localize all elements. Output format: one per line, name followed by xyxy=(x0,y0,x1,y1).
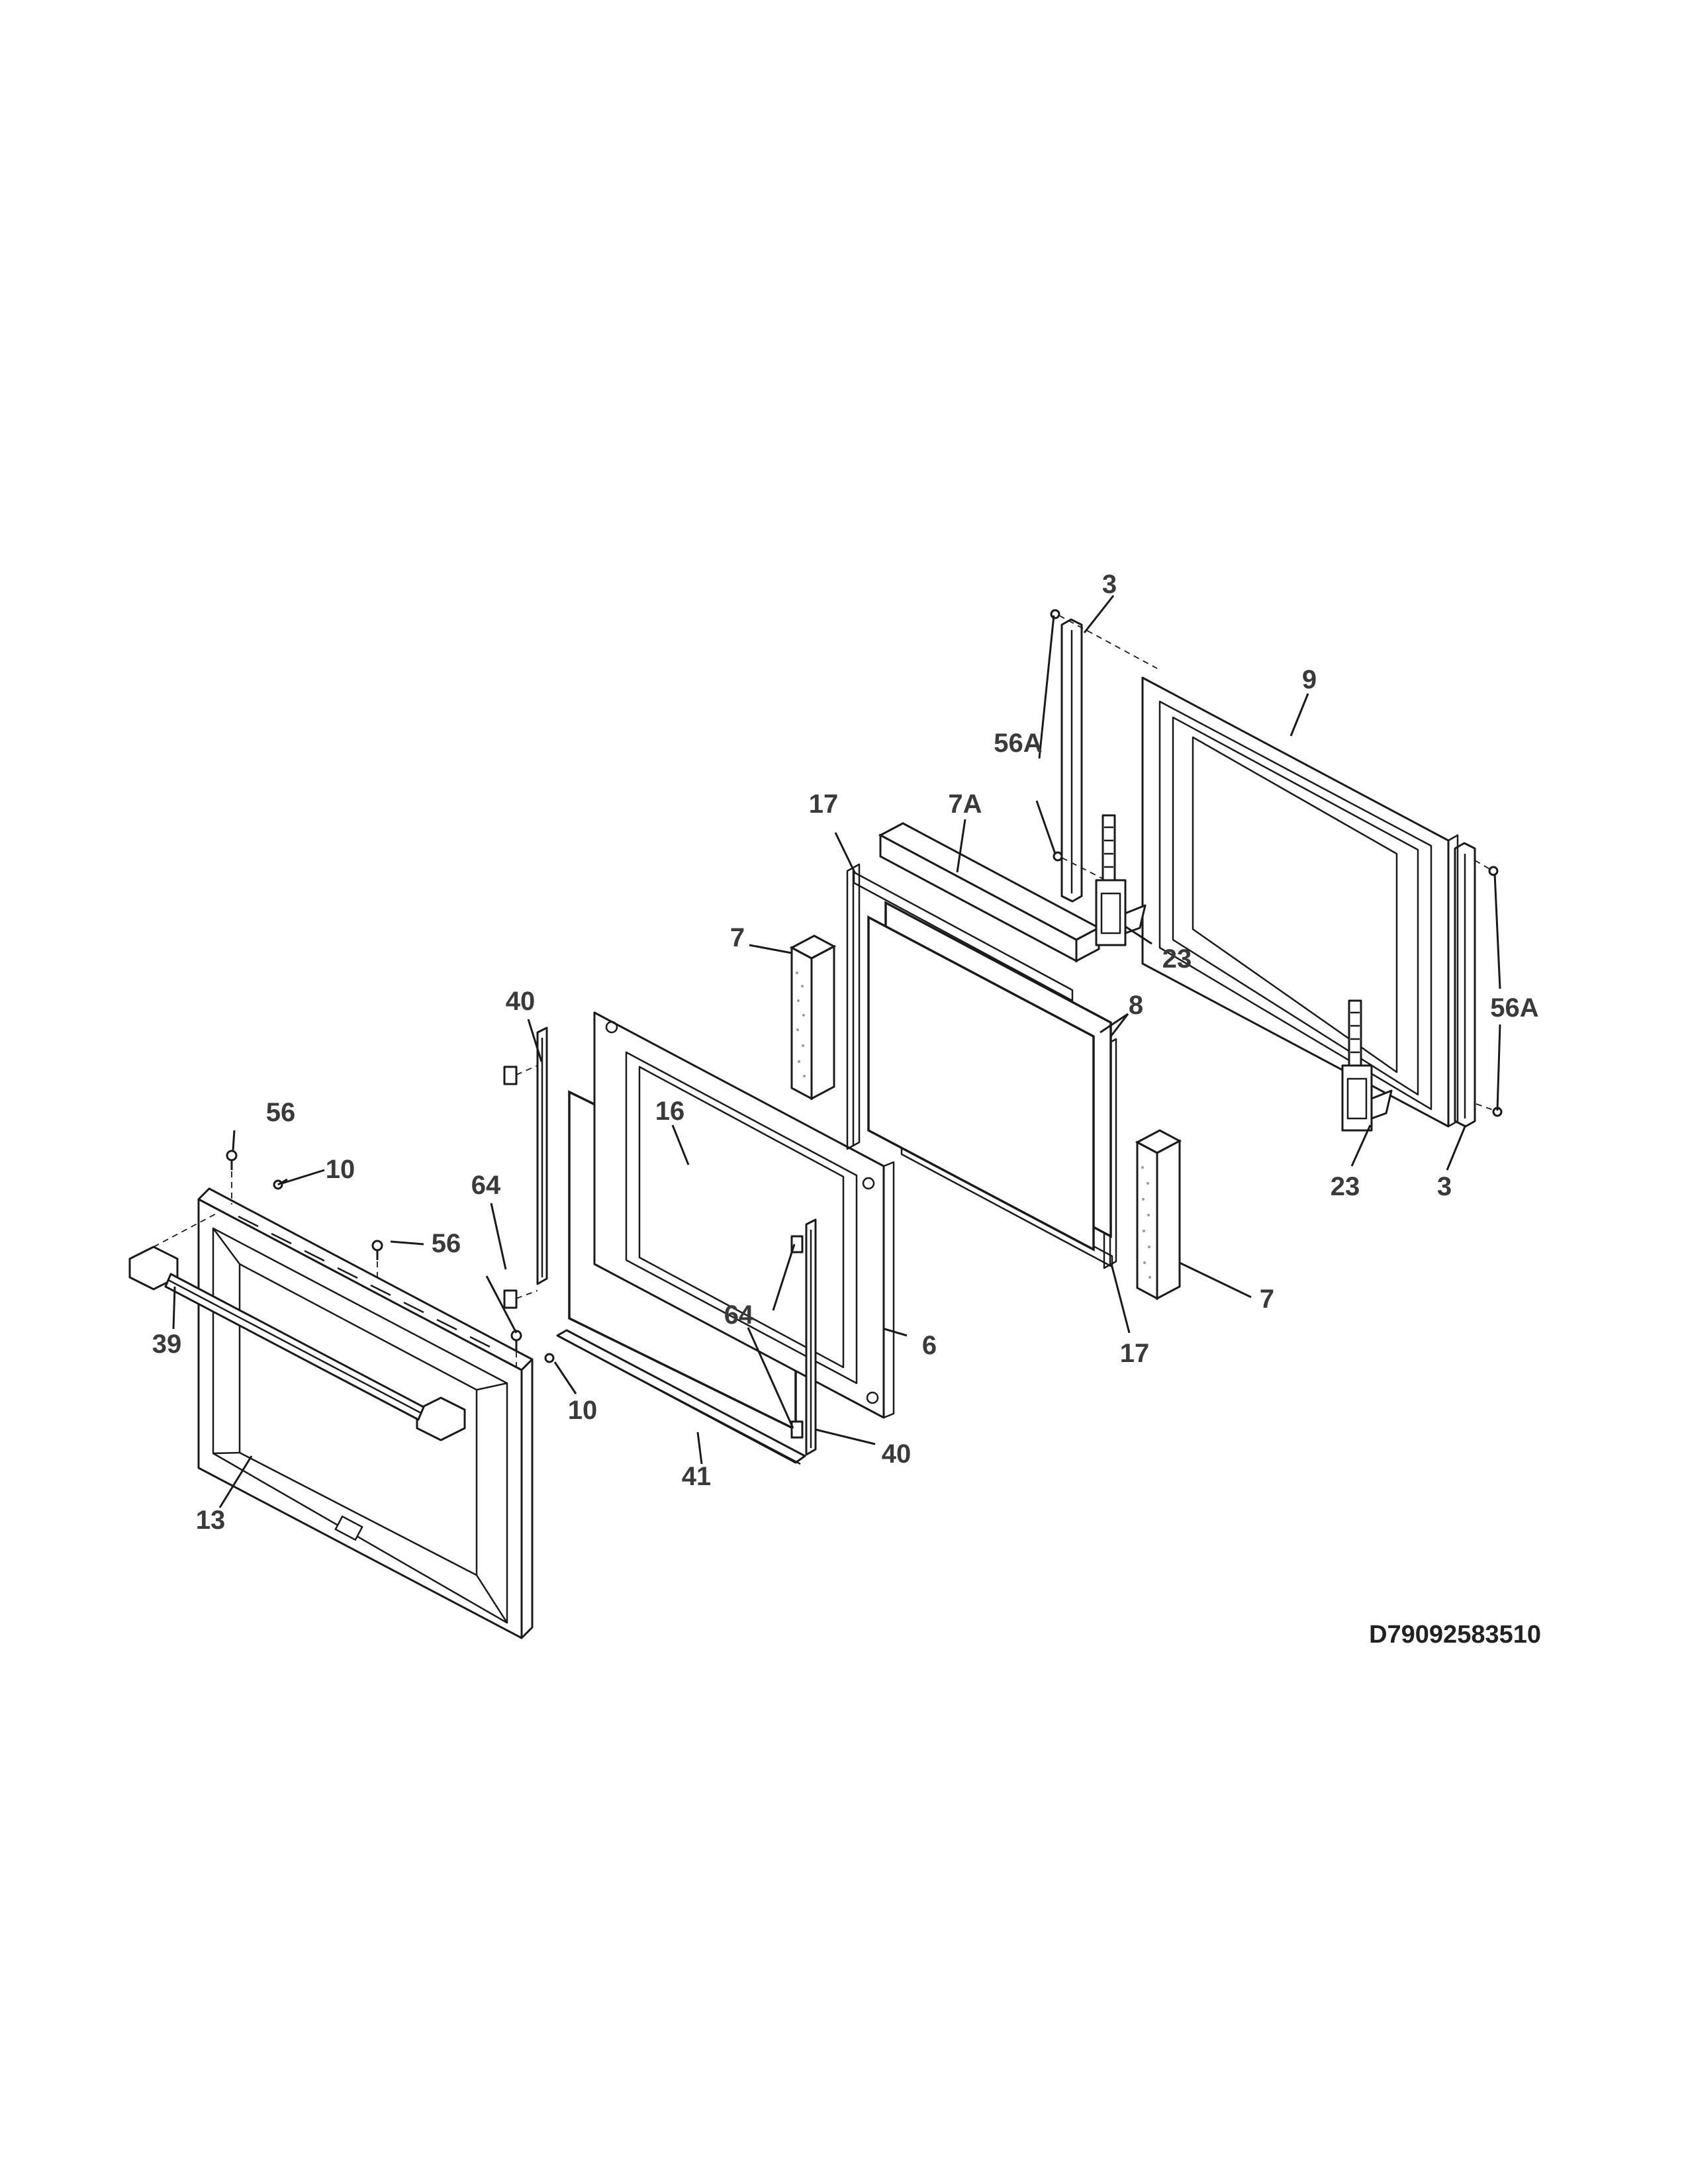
callout-3: 3 xyxy=(1102,570,1117,599)
part-41-bottom-trim xyxy=(556,1329,806,1465)
part-64-spacer-lower xyxy=(503,1289,518,1309)
callout-13: 13 xyxy=(196,1506,226,1535)
callout-7: 7 xyxy=(1260,1285,1274,1314)
callout-64: 64 xyxy=(724,1300,754,1330)
part-23-hinge-right xyxy=(1341,999,1393,1132)
part-3-bracket-left xyxy=(1060,618,1083,903)
callout-40: 40 xyxy=(506,987,536,1016)
callout-9: 9 xyxy=(1302,665,1317,694)
drawing-code: D79092583510 xyxy=(1369,1621,1541,1649)
part-23-hinge-left xyxy=(1095,814,1147,946)
insulation-texture xyxy=(796,972,806,1077)
vent-slots xyxy=(238,1215,491,1348)
callout-56: 56 xyxy=(266,1098,296,1127)
callout-56: 56 xyxy=(432,1229,461,1258)
screw-icon xyxy=(273,1178,288,1190)
leader-lines xyxy=(172,595,1501,1508)
part-17-gasket-left xyxy=(846,863,861,1150)
callout-39: 39 xyxy=(152,1330,182,1359)
part-7a-insulation-top xyxy=(878,822,1102,963)
hinge-icon xyxy=(1341,999,1393,1132)
callout-23: 23 xyxy=(1331,1172,1360,1201)
callout-40: 40 xyxy=(882,1439,912,1469)
callout-17: 17 xyxy=(1120,1339,1150,1368)
part-13-outer-door xyxy=(197,1187,534,1639)
screw-icon xyxy=(226,1150,238,1170)
callout-17: 17 xyxy=(809,790,839,819)
part-8-glass-panels xyxy=(867,901,1112,1251)
insulation-texture xyxy=(1141,1166,1151,1279)
screw-icon xyxy=(510,1330,522,1350)
callout-10: 10 xyxy=(326,1155,355,1184)
callout-16: 16 xyxy=(655,1097,685,1126)
part-7-insulation-left xyxy=(789,934,837,1101)
part-64-spacer-right-lower xyxy=(790,1420,804,1439)
screw-icon xyxy=(544,1353,555,1363)
callout-56a: 56A xyxy=(1490,993,1538,1023)
callout-64: 64 xyxy=(471,1171,501,1200)
callout-3: 3 xyxy=(1437,1172,1452,1201)
part-7-insulation-right xyxy=(1135,1129,1182,1300)
callout-10: 10 xyxy=(568,1396,598,1425)
part-3-bracket-right xyxy=(1454,842,1476,1128)
part-40-side-trim-left xyxy=(536,1026,548,1285)
callout-7a: 7A xyxy=(948,790,982,819)
part-17-gasket-top xyxy=(853,871,1074,1002)
callout-41: 41 xyxy=(682,1462,712,1491)
callout-7: 7 xyxy=(730,923,745,952)
part-64-spacer-right-upper xyxy=(790,1235,804,1253)
part-9-door-liner xyxy=(1141,676,1459,1128)
callout-8: 8 xyxy=(1129,991,1143,1020)
callout-23: 23 xyxy=(1162,944,1192,974)
callout-6: 6 xyxy=(922,1331,937,1360)
screw-icon xyxy=(371,1240,383,1260)
part-40-side-trim-right xyxy=(805,1218,817,1456)
callout-labels: 3 9 56A 7A 17 7 8 23 56A 23 3 7 17 40 56… xyxy=(152,570,1539,1535)
hinge-icon xyxy=(1095,814,1147,946)
screw-icon xyxy=(1053,851,1063,862)
brand-badge xyxy=(334,1515,363,1541)
part-39-door-handle xyxy=(128,1246,466,1441)
callout-56a: 56A xyxy=(994,729,1042,758)
part-64-spacer-upper xyxy=(503,1066,518,1085)
screw-icon xyxy=(1050,609,1060,619)
screw-icon xyxy=(1488,866,1499,876)
